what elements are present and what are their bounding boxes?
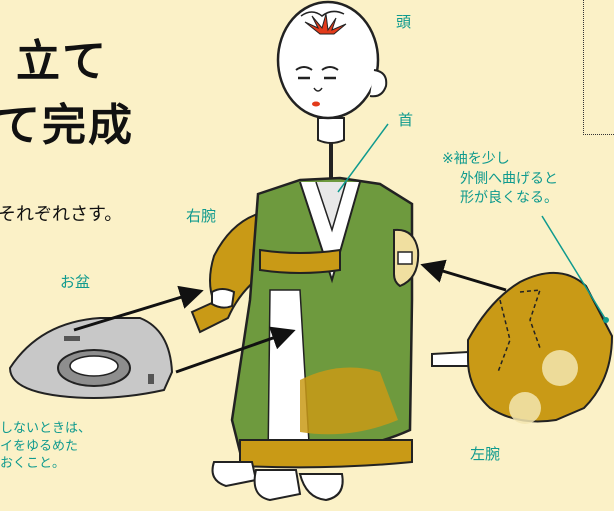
tray-note-line-1: しないときは、 xyxy=(0,421,92,436)
sleeve-note-line-2: 外側へ曲げると xyxy=(460,170,558,187)
sleeve-note-line-1: ※袖を少し xyxy=(442,151,510,167)
doll-feet xyxy=(211,461,344,502)
label-head: 頭 xyxy=(396,13,412,31)
doll-head xyxy=(276,0,388,120)
label-tray: お盆 xyxy=(60,273,91,291)
tray-note-line-3: おくこと。 xyxy=(0,456,66,472)
leader-neck xyxy=(337,123,389,193)
right-arm-sleeve xyxy=(190,210,268,334)
neck-rod xyxy=(329,140,333,182)
tray-note-line-2: イをゆるめた xyxy=(0,438,79,454)
doll-torso xyxy=(230,176,420,469)
tray-note: しないときは、 イをゆるめた おくこと。 xyxy=(0,420,91,473)
leader-sleeve-note xyxy=(541,215,607,321)
arrow-tray-to-body xyxy=(175,326,296,374)
label-neck: 首 xyxy=(398,111,414,129)
label-left-arm: 左腕 xyxy=(470,445,501,463)
neck-block xyxy=(317,117,345,144)
sleeve-note: ※袖を少し 外側へ曲げると 形が良くなる。 xyxy=(442,150,558,209)
tray xyxy=(8,317,174,399)
arrow-left-arm-to-socket xyxy=(420,259,507,292)
arrow-tray-to-doll xyxy=(73,285,204,332)
dotted-frame xyxy=(583,0,614,135)
sleeve-note-line-3: 形が良くなる。 xyxy=(460,190,558,207)
instruction-text: それぞれさす。 xyxy=(0,204,123,225)
left-arm-sleeve xyxy=(431,271,614,424)
label-right-arm: 右腕 xyxy=(186,207,217,225)
page-title-line-1: 立て xyxy=(16,36,108,87)
page-title-line-2: て完成 xyxy=(0,100,134,151)
